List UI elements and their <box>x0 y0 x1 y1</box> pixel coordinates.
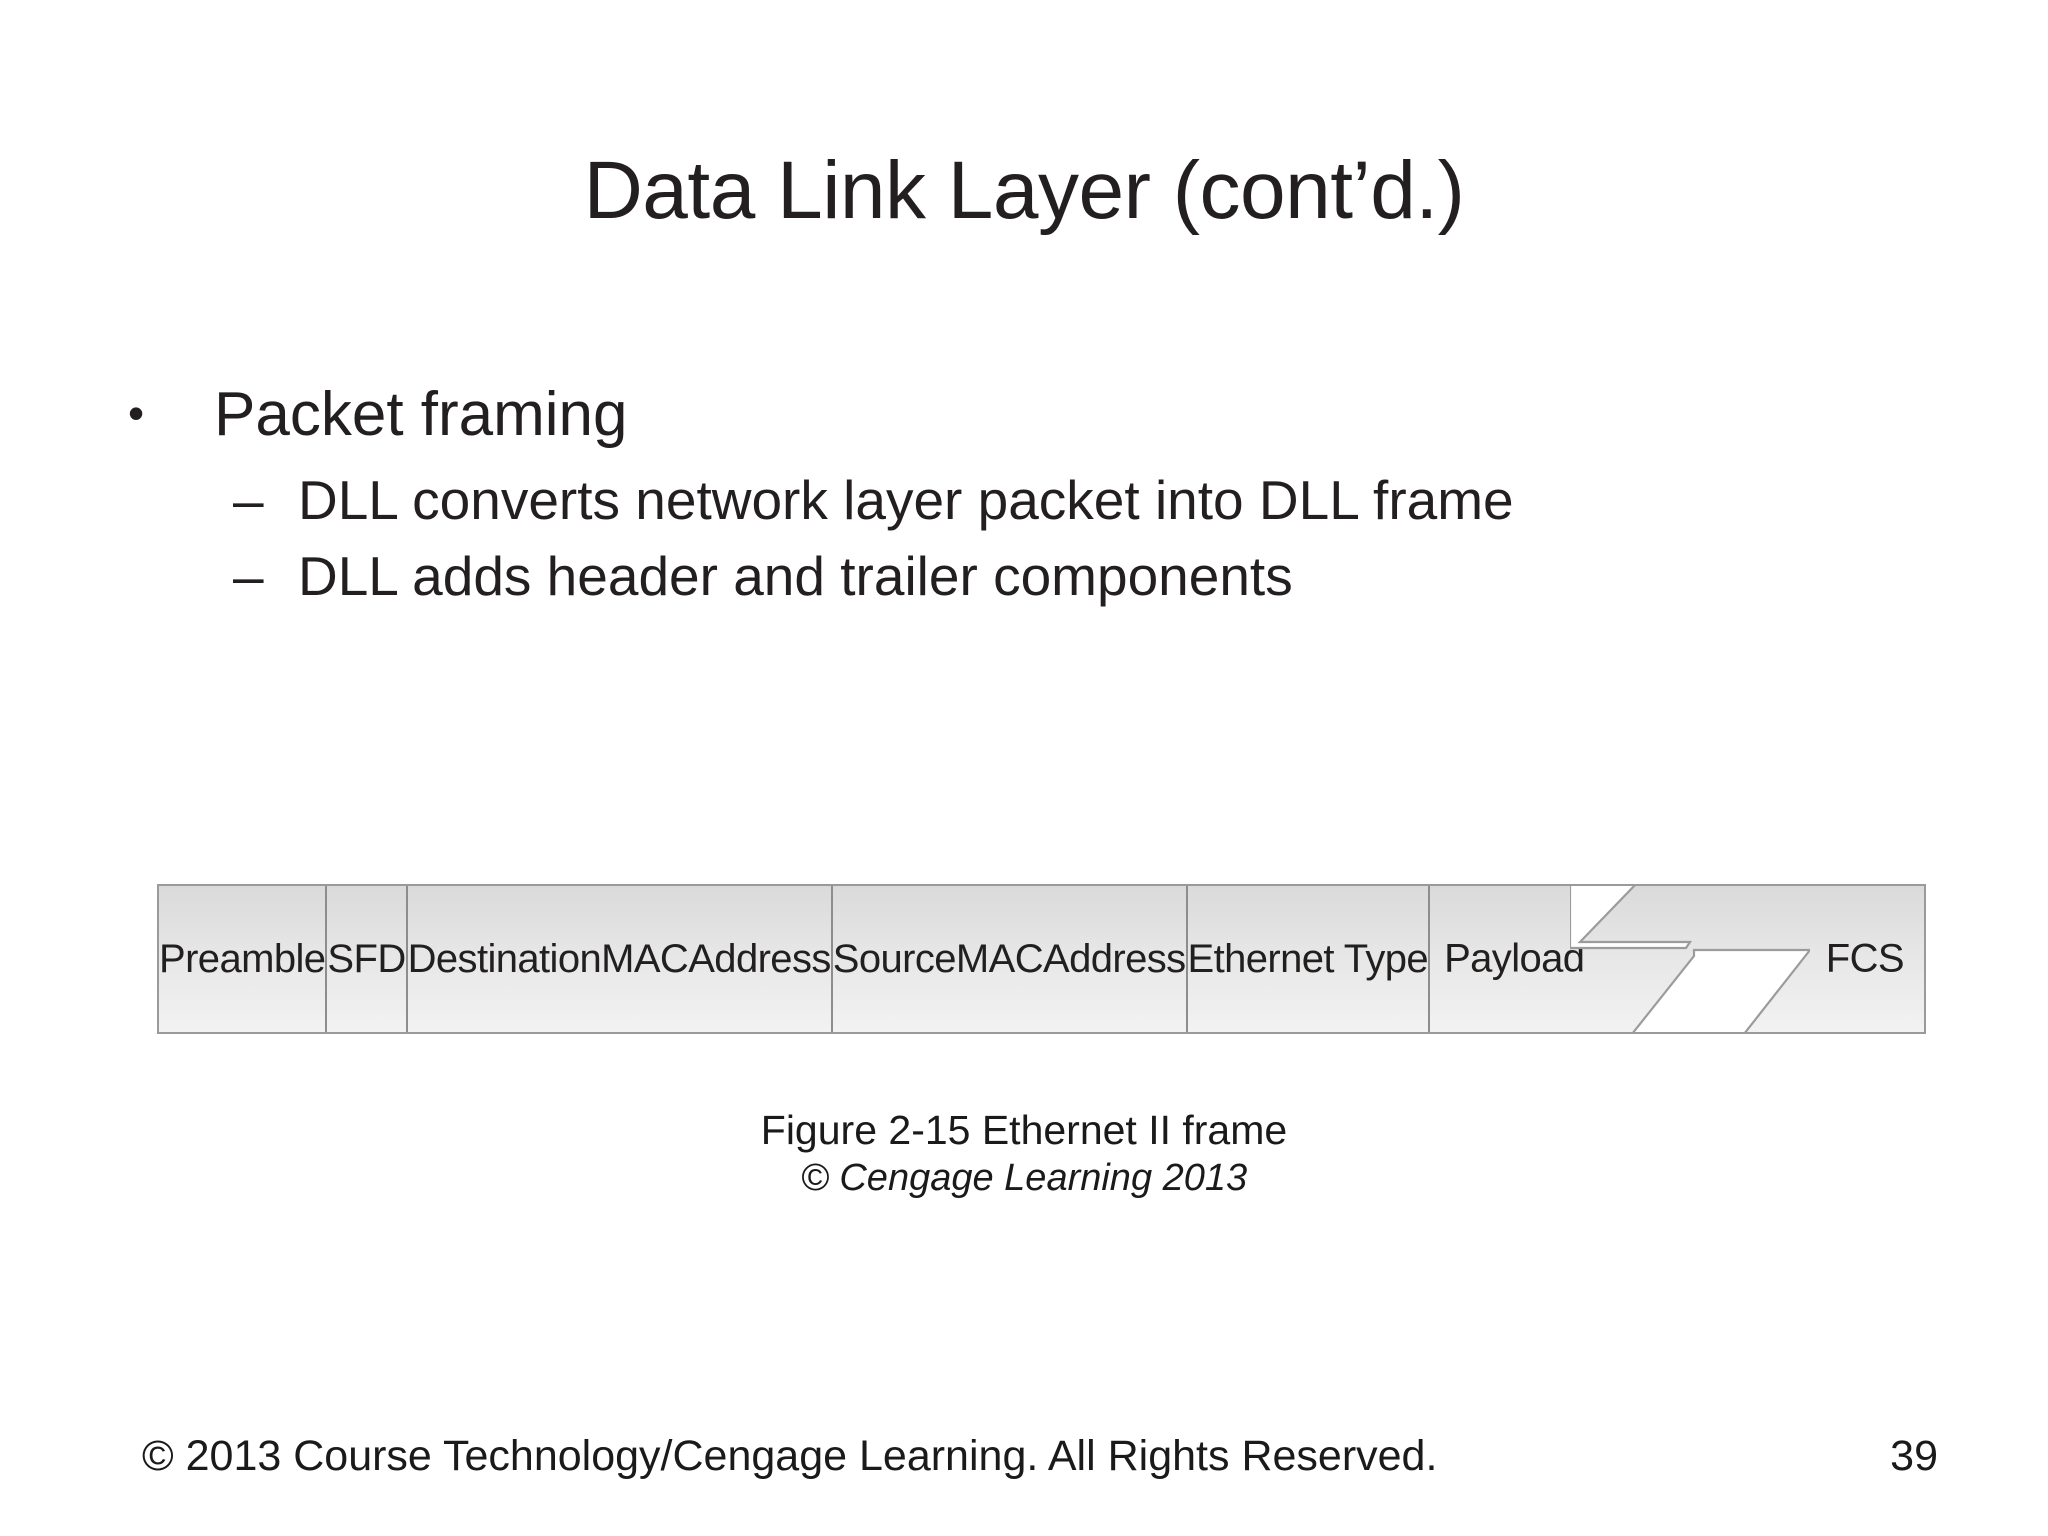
bullet-body: • Packet framing – DLL converts network … <box>128 380 1948 615</box>
bullet-level2-label: DLL converts network layer packet into D… <box>298 469 1514 532</box>
slide-page-number: 39 <box>1890 1432 1938 1480</box>
bullet-item-level1: • Packet framing <box>128 380 1948 449</box>
frame-field-ethernet-type: Ethernet Type <box>1188 886 1431 1032</box>
frame-field-payload: Payload <box>1444 936 1585 981</box>
bullet-marker-icon: • <box>128 387 145 439</box>
figure-caption-title: Figure 2-15 Ethernet II frame <box>760 1107 1288 1153</box>
bullet-level2-label: DLL adds header and trailer components <box>298 545 1293 608</box>
zigzag-break-icon <box>1570 886 1811 1032</box>
bullet-item-level2: – DLL converts network layer packet into… <box>233 463 1948 539</box>
figure-caption-credit: © Cengage Learning 2013 <box>800 1157 1248 1200</box>
ethernet-frame-diagram: Preamble SFD DestinationMACAddress Sourc… <box>157 884 1926 1034</box>
frame-field-preamble: Preamble <box>159 886 328 1032</box>
footer-copyright: © 2013 Course Technology/Cengage Learnin… <box>142 1432 1438 1480</box>
frame-field-sfd: SFD <box>327 886 408 1032</box>
dash-marker-icon: – <box>233 469 264 532</box>
bullet-item-level2: – DLL adds header and trailer components <box>233 539 1948 615</box>
page-title: Data Link Layer (cont’d.) <box>583 145 1465 236</box>
frame-field-payload-fcs-cell: Payload FCS <box>1430 886 1924 1032</box>
frame-field-fcs: FCS <box>1825 936 1905 981</box>
bullet-level1-label: Packet framing <box>214 380 628 449</box>
frame-field-row: Preamble SFD DestinationMACAddress Sourc… <box>157 884 1926 1034</box>
dash-marker-icon: – <box>233 545 264 608</box>
figure-caption: Figure 2-15 Ethernet II frame © Cengage … <box>0 1105 2048 1201</box>
frame-field-source-mac-address: SourceMACAddress <box>833 886 1188 1032</box>
frame-field-destination-mac-address: DestinationMACAddress <box>408 886 833 1032</box>
